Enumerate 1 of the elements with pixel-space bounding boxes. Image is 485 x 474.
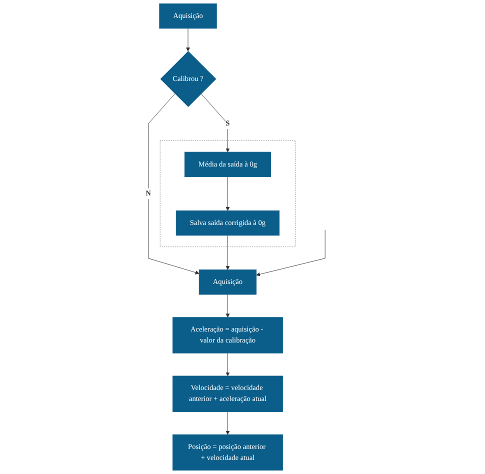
cluster	[160, 140, 296, 248]
